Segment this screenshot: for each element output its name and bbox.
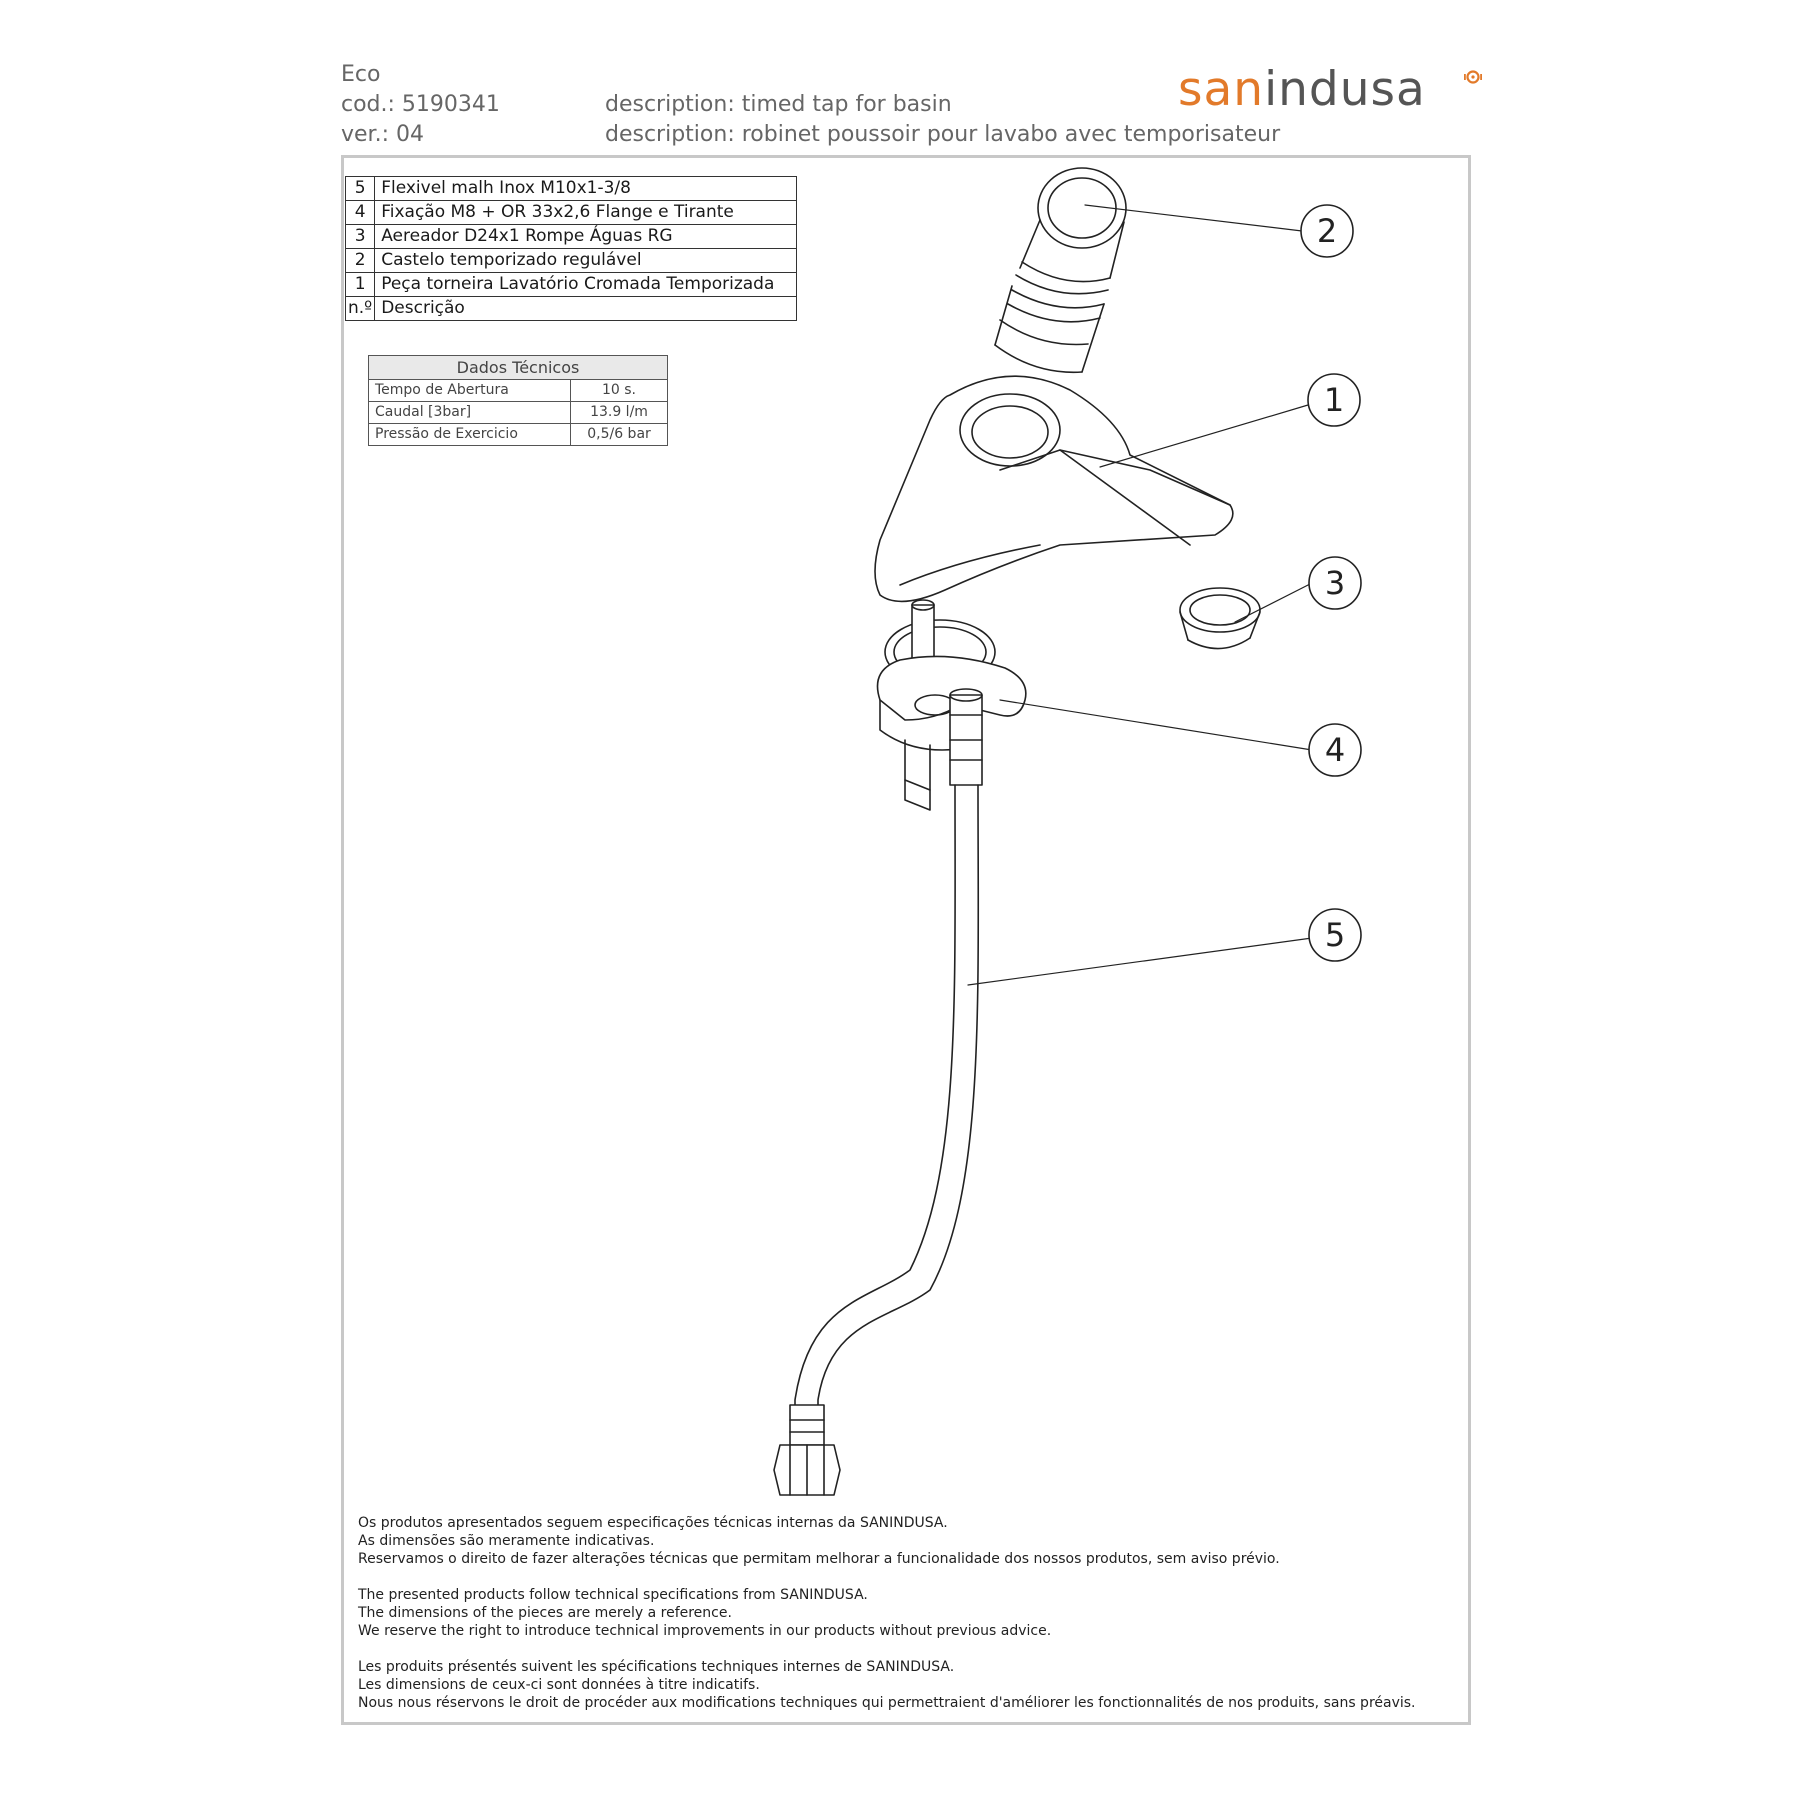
disclaimer-line: Reservamos o direito de fazer alterações…	[358, 1551, 1280, 1567]
disclaimer-fr: Les produits présentés suivent les spéci…	[358, 1658, 1416, 1712]
callout-label: 4	[1325, 731, 1345, 769]
tech-label: Tempo de Abertura	[368, 379, 571, 402]
parts-table: 5 Flexivel malh Inox M10x1-3/8 4 Fixação…	[344, 176, 797, 321]
callout-2: 2	[1300, 204, 1354, 258]
part-3-aerator	[1179, 587, 1261, 650]
leader-lines	[967, 204, 1313, 986]
series-name: Eco	[341, 62, 381, 87]
description-en: description: timed tap for basin	[605, 92, 952, 117]
part-description: Fixação M8 + OR 33x2,6 Flange e Tirante	[374, 200, 797, 225]
table-header-row: n.º Descrição	[344, 296, 797, 321]
callout-4: 4	[1308, 723, 1362, 777]
callout-1: 1	[1307, 373, 1361, 427]
disclaimer-line: Les dimensions de ceux-ci sont données à…	[358, 1677, 760, 1693]
table-row: Pressão de Exercicio 0,5/6 bar	[368, 423, 668, 446]
table-row: 4 Fixação M8 + OR 33x2,6 Flange e Tirant…	[344, 200, 797, 225]
logo-part-indusa: indusa	[1264, 62, 1426, 117]
header-number: n.º	[344, 296, 376, 321]
callout-label: 2	[1317, 212, 1337, 250]
description-fr: description: robinet poussoir pour lavab…	[605, 122, 1281, 147]
disclaimer-line: As dimensões são meramente indicativas.	[358, 1533, 655, 1549]
part-description: Castelo temporizado regulável	[374, 248, 797, 273]
tech-label: Caudal [3bar]	[368, 401, 571, 424]
logo-part-san: san	[1178, 62, 1265, 117]
part-number: 4	[344, 200, 376, 225]
table-row: 3 Aereador D24x1 Rompe Águas RG	[344, 224, 797, 249]
tech-data-title: Dados Técnicos	[368, 355, 668, 380]
table-row: Caudal [3bar] 13.9 l/m	[368, 401, 668, 424]
table-row: 2 Castelo temporizado regulável	[344, 248, 797, 273]
disclaimer-pt: Os produtos apresentados seguem especifi…	[358, 1514, 1280, 1568]
product-code: cod.: 5190341	[341, 92, 500, 117]
callout-label: 3	[1325, 564, 1345, 602]
tech-value: 0,5/6 bar	[570, 423, 668, 446]
callout-3: 3	[1308, 556, 1362, 610]
drawing-frame	[341, 155, 1471, 1725]
part-2-cartridge	[994, 167, 1127, 374]
table-row: 1 Peça torneira Lavatório Cromada Tempor…	[344, 272, 797, 297]
version: ver.: 04	[341, 122, 424, 147]
table-row: 5 Flexivel malh Inox M10x1-3/8	[344, 176, 797, 201]
tech-label: Pressão de Exercicio	[368, 423, 571, 446]
brand-logo: sanindusa	[1178, 66, 1426, 113]
disclaimer-line: Les produits présentés suivent les spéci…	[358, 1659, 955, 1675]
callout-label: 1	[1324, 381, 1344, 419]
disclaimer-line: The presented products follow technical …	[358, 1587, 868, 1603]
table-row: Tempo de Abertura 10 s.	[368, 379, 668, 402]
part-5-flex-hose	[773, 688, 983, 1496]
header-description: Descrição	[374, 296, 797, 321]
disclaimer-line: The dimensions of the pieces are merely …	[358, 1605, 732, 1621]
disclaimer-line: We reserve the right to introduce techni…	[358, 1623, 1052, 1639]
part-number: 3	[344, 224, 376, 249]
disclaimer-line: Os produtos apresentados seguem especifi…	[358, 1515, 948, 1531]
part-number: 1	[344, 272, 376, 297]
callout-5: 5	[1308, 908, 1362, 962]
part-1-tap-body	[874, 375, 1234, 603]
part-4-fixation	[876, 599, 1027, 811]
part-description: Aereador D24x1 Rompe Águas RG	[374, 224, 797, 249]
part-description: Peça torneira Lavatório Cromada Temporiz…	[374, 272, 797, 297]
callout-label: 5	[1325, 916, 1345, 954]
tech-data-table: Dados Técnicos Tempo de Abertura 10 s. C…	[368, 355, 668, 446]
disclaimer-line: Nous nous réservons le droit de procéder…	[358, 1695, 1416, 1711]
logo-mark-icon	[1464, 70, 1482, 84]
disclaimer-en: The presented products follow technical …	[358, 1586, 1051, 1640]
